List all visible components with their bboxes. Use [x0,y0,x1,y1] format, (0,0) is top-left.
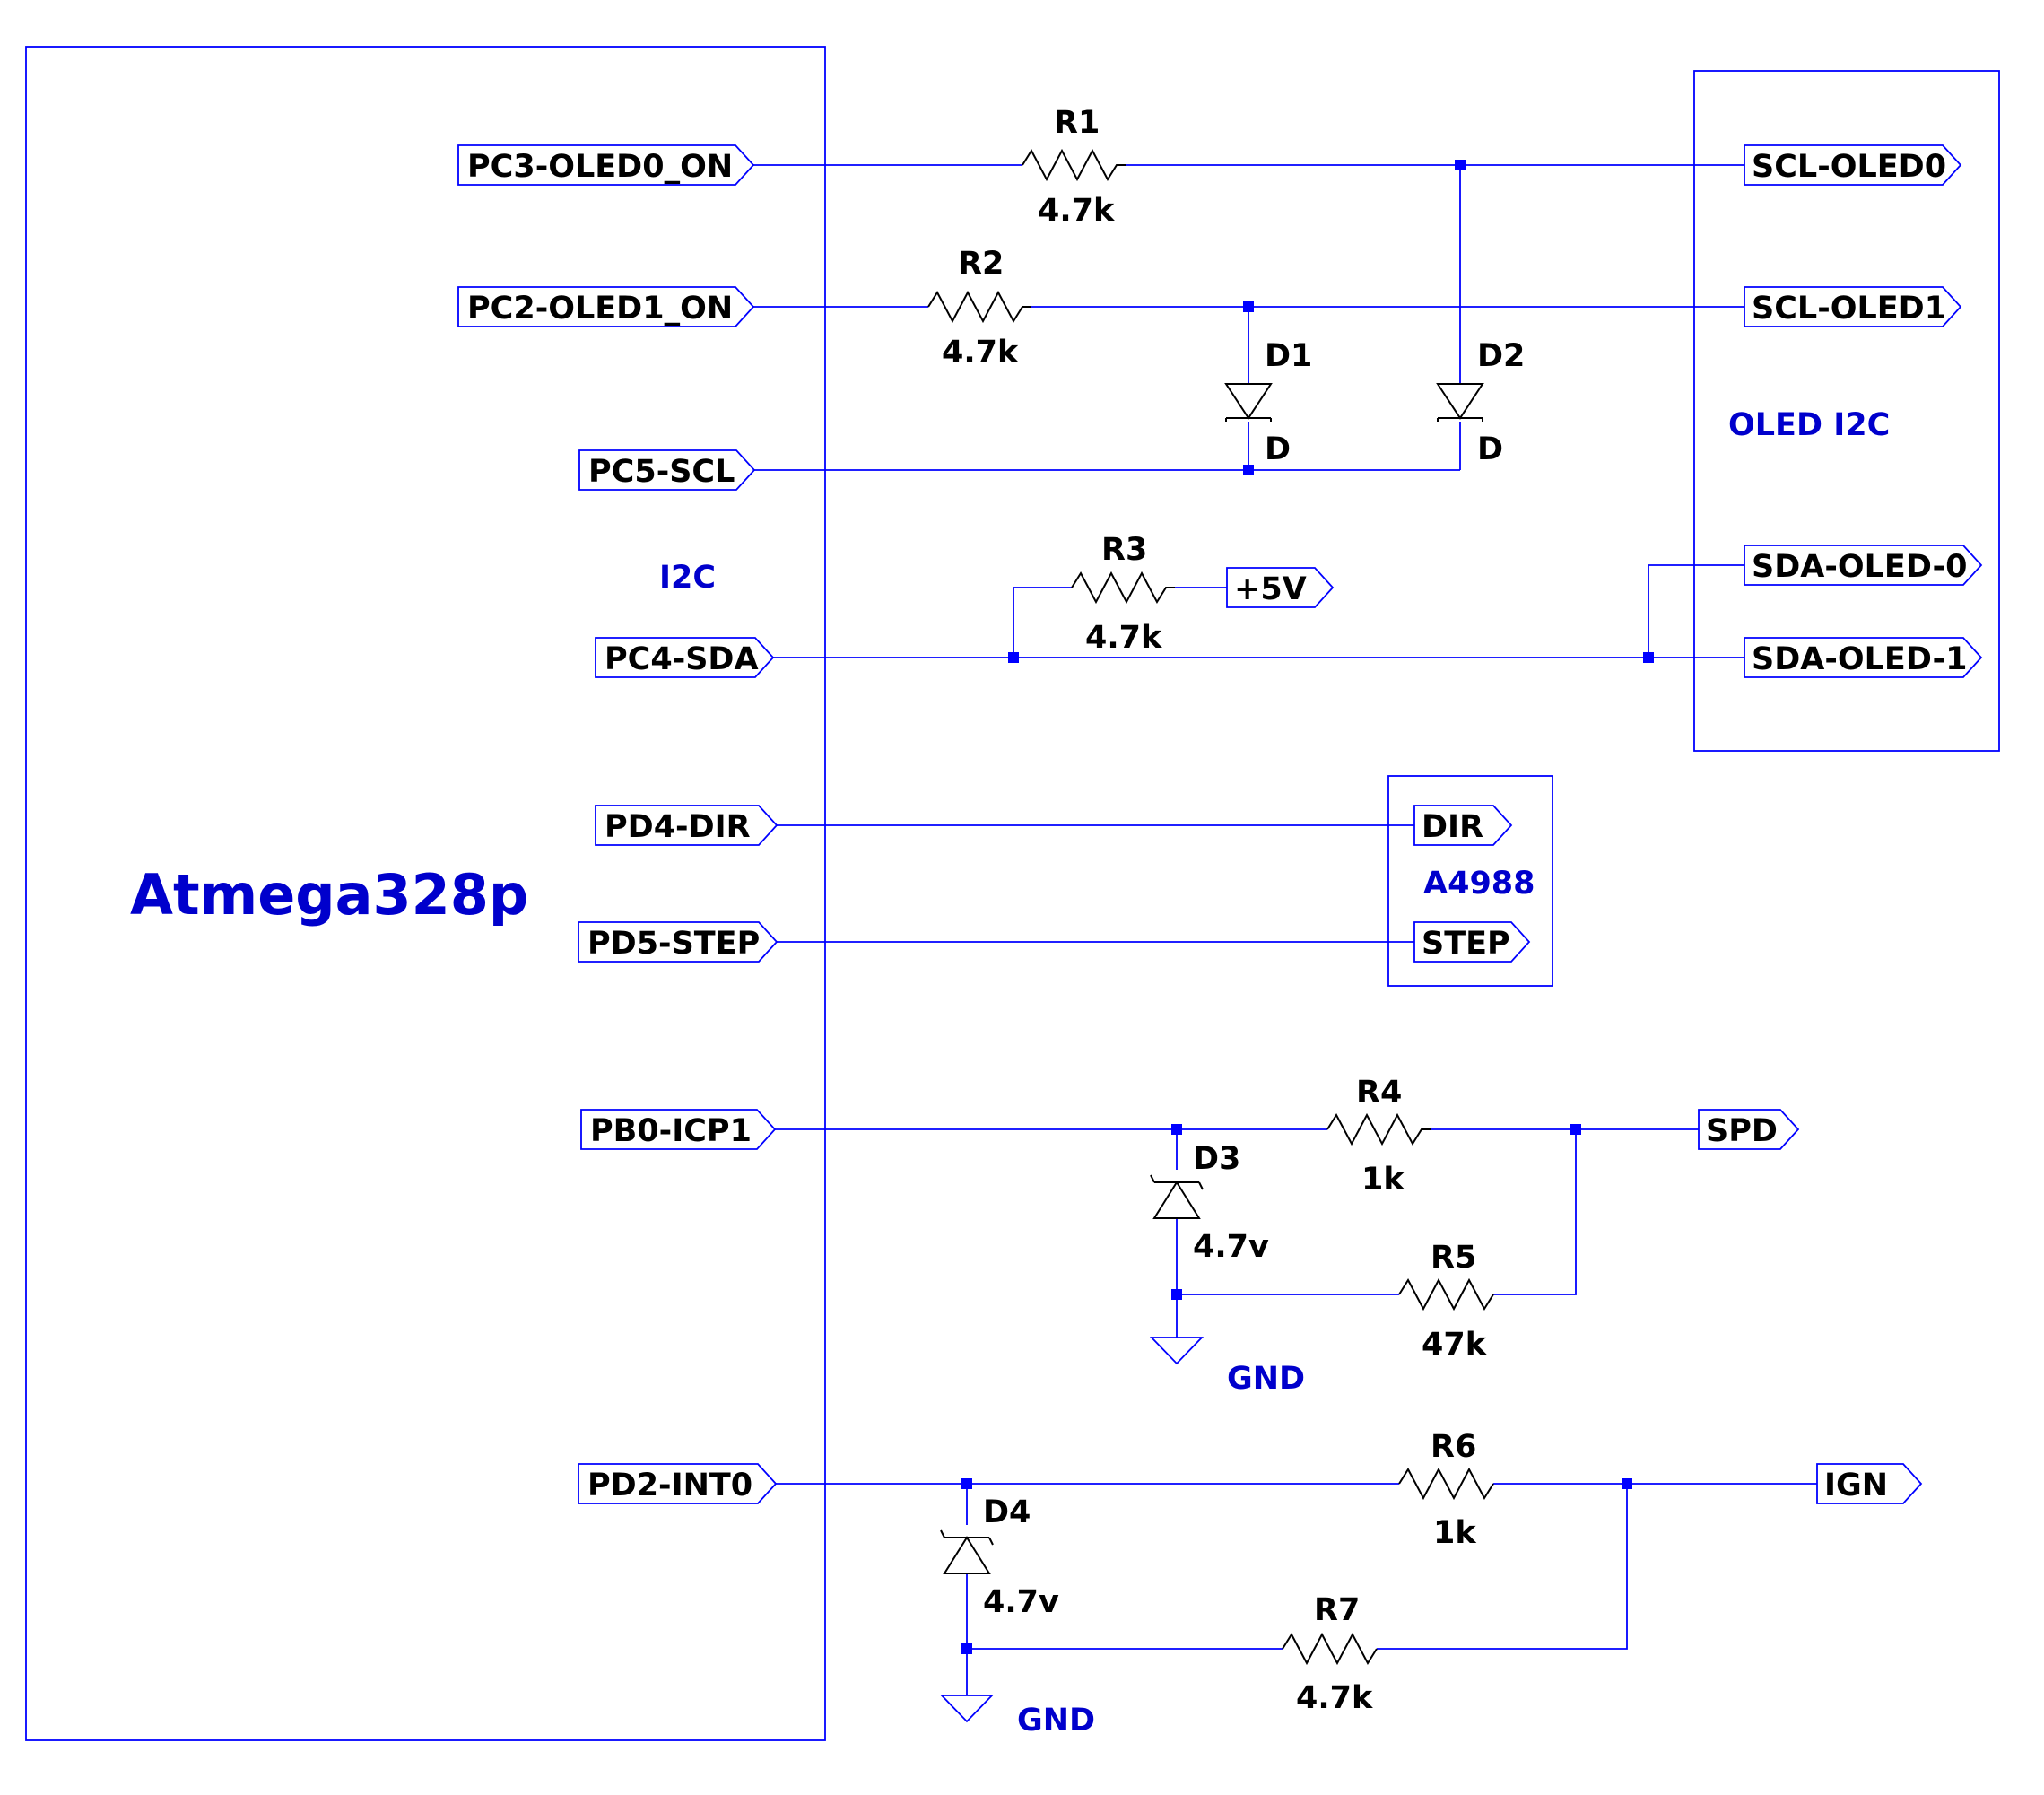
d3-ref: D3 [1193,1141,1240,1177]
junctions [961,160,1654,1654]
port-pd5: PD5-STEP [578,921,778,963]
r4-ref: R4 [1356,1075,1402,1111]
r1-value: 4.7k [1038,193,1115,229]
wires [753,164,1817,1695]
port-sda0-label: SDA-OLED-0 [1752,549,1967,585]
mcu-label: Atmega328p [130,862,528,928]
port-pd4: PD4-DIR [595,805,778,846]
port-pd2-label: PD2-INT0 [587,1468,752,1503]
r2-value: 4.7k [942,335,1019,370]
d4-ref: D4 [983,1494,1031,1530]
port-dir: DIR [1413,805,1513,846]
r5-ref: R5 [1431,1240,1476,1276]
zener-d4 [940,1529,994,1574]
ground-symbol-1 [1149,1337,1205,1365]
oled-block [1693,70,2000,752]
port-vcc-label: +5V [1234,571,1307,607]
port-sda1: SDA-OLED-1 [1744,637,1983,678]
port-pd5-label: PD5-STEP [587,926,760,962]
port-spd: SPD [1698,1109,1800,1150]
resistor-r6 [1398,1467,1494,1501]
port-dir-label: DIR [1422,809,1483,845]
port-scl0-label: SCL-OLED0 [1752,149,1946,185]
r7-value: 4.7k [1296,1680,1373,1716]
port-ign: IGN [1816,1463,1923,1504]
port-pc3-label: PC3-OLED0_ON [467,149,733,185]
port-spd-label: SPD [1706,1113,1778,1149]
port-pc2: PC2-OLED1_ON [457,286,755,327]
d2-value: D [1477,431,1503,467]
port-sda0: SDA-OLED-0 [1744,545,1983,586]
gnd2-label: GND [1017,1703,1095,1738]
d1-ref: D1 [1265,338,1312,374]
port-sda1-label: SDA-OLED-1 [1752,641,1967,677]
oled-label: OLED I2C [1728,407,1890,443]
port-pc4-label: PC4-SDA [605,641,759,677]
driver-label: A4988 [1423,866,1535,902]
port-step: STEP [1413,921,1531,963]
d3-value: 4.7v [1193,1229,1269,1265]
d4-value: 4.7v [983,1584,1059,1620]
r6-ref: R6 [1431,1429,1476,1465]
port-pc3: PC3-OLED0_ON [457,144,755,186]
port-pc5: PC5-SCL [578,449,756,491]
resistor-r7 [1282,1632,1378,1666]
gnd1-label: GND [1227,1361,1305,1397]
port-pc2-label: PC2-OLED1_ON [467,291,733,327]
diode-d2 [1436,383,1484,422]
r3-ref: R3 [1101,532,1147,568]
d1-value: D [1265,431,1291,467]
ground-symbol-2 [939,1695,995,1723]
port-ign-label: IGN [1824,1468,1888,1503]
resistor-r5 [1398,1277,1494,1311]
port-pb0-label: PB0-ICP1 [590,1113,752,1149]
d2-ref: D2 [1477,338,1525,374]
port-scl0: SCL-OLED0 [1744,144,1962,186]
port-step-label: STEP [1422,926,1510,962]
r4-value: 1k [1361,1162,1405,1198]
port-pd4-label: PD4-DIR [605,809,751,845]
port-vcc: +5V [1226,567,1335,608]
resistor-r4 [1326,1112,1431,1146]
r1-ref: R1 [1054,105,1100,141]
resistor-r2 [927,290,1031,324]
r3-value: 4.7k [1085,620,1162,656]
mcu-block [25,46,826,1741]
zener-d3 [1150,1174,1204,1219]
r6-value: 1k [1433,1515,1476,1551]
port-pb0: PB0-ICP1 [580,1109,777,1150]
driver-block [1387,775,1553,987]
port-pc5-label: PC5-SCL [588,454,735,490]
port-pc4: PC4-SDA [595,637,775,678]
resistor-r1 [1022,148,1126,182]
r2-ref: R2 [958,246,1004,282]
resistor-r3 [1071,571,1175,605]
r5-value: 47k [1422,1327,1487,1363]
port-pd2: PD2-INT0 [578,1463,778,1504]
diode-d1 [1224,383,1273,422]
port-scl1-label: SCL-OLED1 [1752,291,1946,327]
port-scl1: SCL-OLED1 [1744,286,1962,327]
i2c-label: I2C [659,560,716,596]
r7-ref: R7 [1314,1592,1360,1628]
